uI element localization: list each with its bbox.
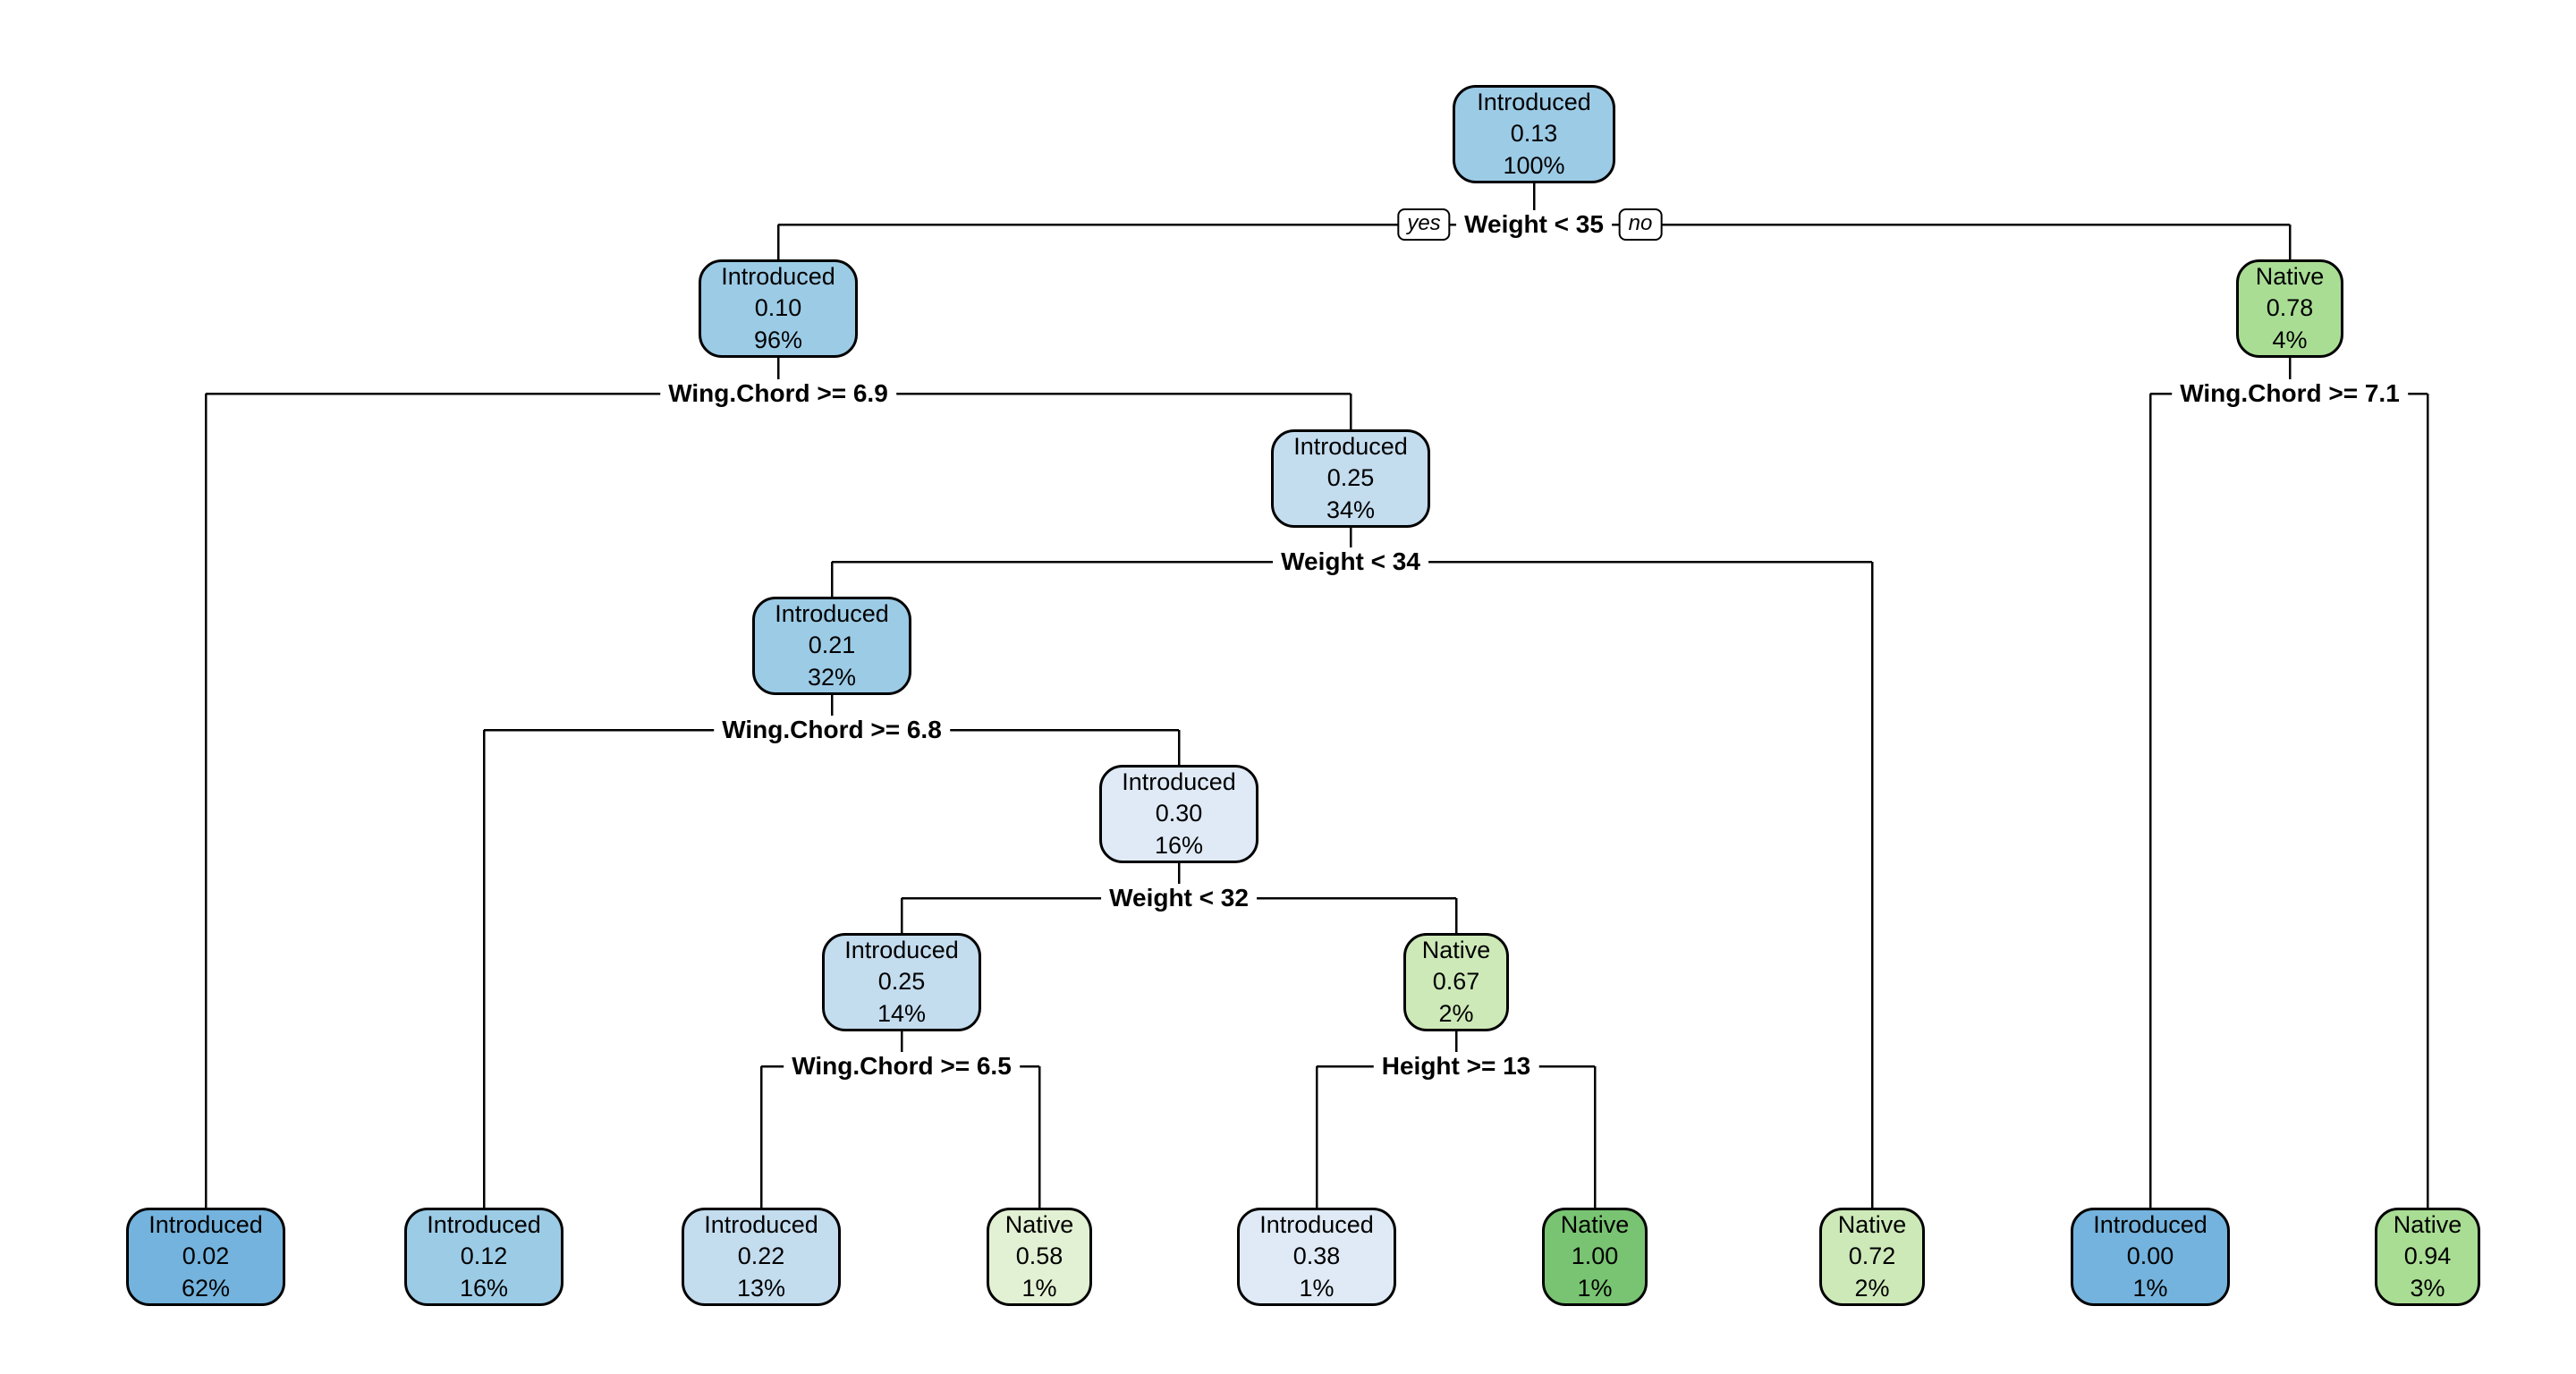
split-label: Weight < 35 bbox=[1456, 210, 1612, 239]
node-pct: 34% bbox=[1326, 496, 1376, 523]
tree-node: Introduced 0.25 34% bbox=[1271, 429, 1430, 528]
node-value: 0.78 bbox=[2266, 294, 2314, 322]
node-value: 0.30 bbox=[1155, 800, 1203, 827]
tree-node: Introduced 0.12 16% bbox=[404, 1208, 564, 1306]
node-value: 0.25 bbox=[877, 968, 926, 996]
node-pct: 100% bbox=[1503, 151, 1565, 179]
tree-node: Introduced 0.02 62% bbox=[126, 1208, 285, 1306]
split-label: Height >= 13 bbox=[1373, 1052, 1539, 1081]
node-value: 0.58 bbox=[1015, 1243, 1063, 1270]
node-value: 0.25 bbox=[1326, 464, 1375, 492]
node-pct: 13% bbox=[736, 1274, 786, 1302]
split-label: Wing.Chord >= 6.5 bbox=[784, 1052, 1020, 1081]
node-class-label: Native bbox=[1421, 937, 1491, 964]
node-class-label: Introduced bbox=[775, 600, 889, 628]
node-class-label: Introduced bbox=[1293, 433, 1408, 461]
tree-node: Introduced 0.10 96% bbox=[699, 259, 858, 358]
node-pct: 16% bbox=[1154, 831, 1204, 859]
node-pct: 14% bbox=[877, 999, 927, 1027]
node-class-label: Native bbox=[2393, 1211, 2462, 1239]
node-value: 0.21 bbox=[808, 632, 856, 659]
tree-node: Native 0.78 4% bbox=[2236, 259, 2343, 358]
node-class-label: Introduced bbox=[1477, 89, 1591, 116]
node-pct: 3% bbox=[2410, 1274, 2445, 1302]
tree-node: Native 0.72 2% bbox=[1819, 1208, 1925, 1306]
node-class-label: Introduced bbox=[427, 1211, 541, 1239]
tree-node: Native 0.94 3% bbox=[2375, 1208, 2480, 1306]
tree-node: Introduced 0.25 14% bbox=[822, 933, 981, 1031]
node-class-label: Introduced bbox=[844, 937, 959, 964]
tree-node: Introduced 0.13 100% bbox=[1453, 85, 1615, 183]
node-pct: 62% bbox=[181, 1274, 231, 1302]
node-class-label: Introduced bbox=[1122, 768, 1236, 796]
node-class-label: Introduced bbox=[1259, 1211, 1374, 1239]
node-class-label: Introduced bbox=[2093, 1211, 2207, 1239]
node-class-label: Introduced bbox=[704, 1211, 818, 1239]
no-branch-label: no bbox=[1618, 208, 1663, 241]
tree-node: Introduced 0.00 1% bbox=[2071, 1208, 2230, 1306]
node-class-label: Native bbox=[2255, 263, 2325, 291]
node-pct: 1% bbox=[1021, 1274, 1057, 1302]
node-class-label: Introduced bbox=[721, 263, 835, 291]
tree-node: Introduced 0.38 1% bbox=[1237, 1208, 1396, 1306]
node-value: 0.38 bbox=[1292, 1243, 1341, 1270]
node-class-label: Native bbox=[1004, 1211, 1074, 1239]
tree-node: Native 0.58 1% bbox=[987, 1208, 1092, 1306]
node-pct: 2% bbox=[1438, 999, 1474, 1027]
split-label: Weight < 34 bbox=[1273, 547, 1428, 576]
split-label: Wing.Chord >= 7.1 bbox=[2172, 379, 2408, 408]
node-class-label: Native bbox=[1837, 1211, 1907, 1239]
node-pct: 16% bbox=[459, 1274, 509, 1302]
node-value: 0.67 bbox=[1432, 968, 1480, 996]
split-label: Wing.Chord >= 6.8 bbox=[714, 716, 950, 744]
node-class-label: Native bbox=[1560, 1211, 1630, 1239]
tree-node: Introduced 0.22 13% bbox=[682, 1208, 841, 1306]
yes-branch-label: yes bbox=[1397, 208, 1451, 241]
node-pct: 96% bbox=[753, 326, 803, 353]
tree-node: Native 0.67 2% bbox=[1403, 933, 1509, 1031]
tree-node: Introduced 0.30 16% bbox=[1099, 765, 1258, 863]
node-class-label: Introduced bbox=[148, 1211, 263, 1239]
tree-node: Native 1.00 1% bbox=[1542, 1208, 1648, 1306]
node-pct: 1% bbox=[1299, 1274, 1335, 1302]
node-value: 0.13 bbox=[1510, 120, 1558, 148]
node-value: 0.22 bbox=[737, 1243, 785, 1270]
node-value: 0.00 bbox=[2126, 1243, 2174, 1270]
node-value: 0.02 bbox=[182, 1243, 230, 1270]
node-value: 0.12 bbox=[460, 1243, 508, 1270]
node-pct: 32% bbox=[807, 663, 857, 691]
node-pct: 4% bbox=[2272, 326, 2308, 353]
tree-node: Introduced 0.21 32% bbox=[752, 597, 911, 695]
node-pct: 1% bbox=[2132, 1274, 2168, 1302]
split-label: Weight < 32 bbox=[1101, 884, 1257, 912]
node-pct: 1% bbox=[1577, 1274, 1613, 1302]
split-label: Wing.Chord >= 6.9 bbox=[660, 379, 896, 408]
node-value: 1.00 bbox=[1571, 1243, 1619, 1270]
node-value: 0.10 bbox=[754, 294, 802, 322]
node-value: 0.72 bbox=[1848, 1243, 1896, 1270]
node-value: 0.94 bbox=[2403, 1243, 2452, 1270]
node-pct: 2% bbox=[1854, 1274, 1890, 1302]
